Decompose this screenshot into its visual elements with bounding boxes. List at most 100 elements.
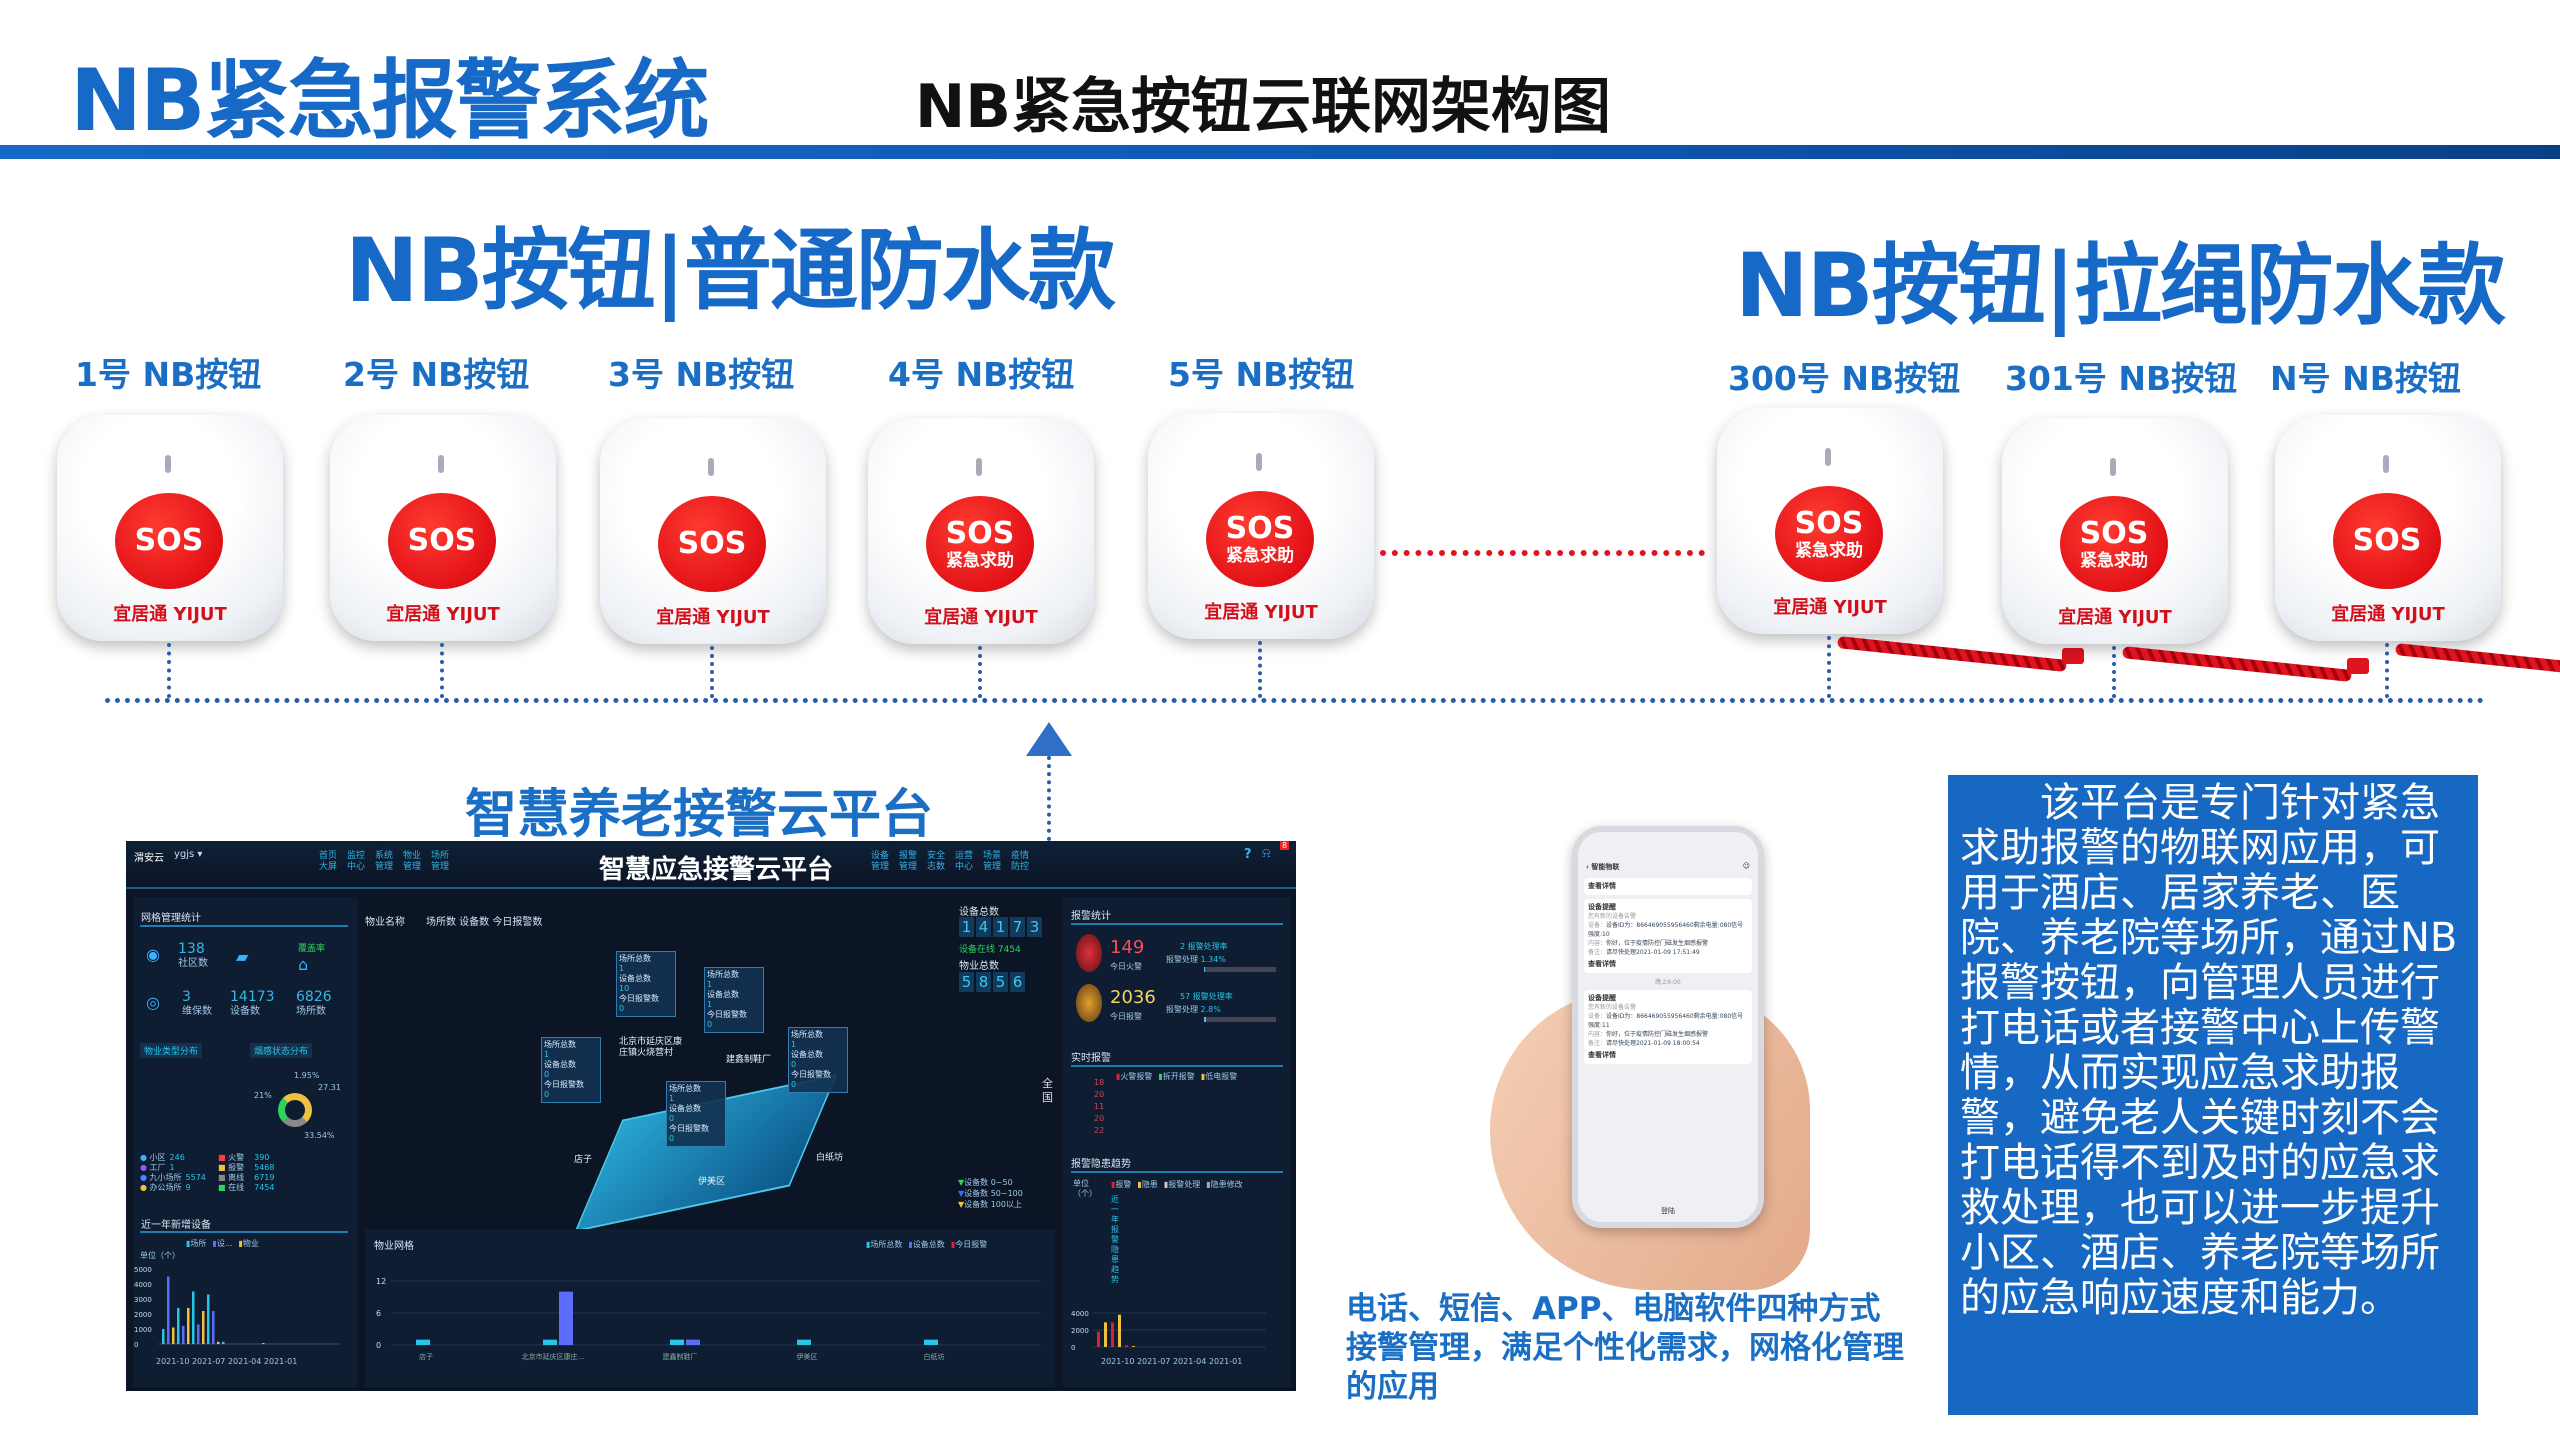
right-panel [1063,897,1291,1387]
row-label: 备注： [1588,1040,1607,1047]
map-place-label[interactable]: 白纸坊 [816,1153,844,1163]
bar [172,1327,175,1344]
nav-item[interactable]: 报警管理 [898,851,917,872]
legend-item: 隐患 [1141,1180,1158,1189]
nav-item[interactable]: 安全志数 [926,851,945,872]
bar [162,1329,165,1344]
nav-item[interactable]: 系统管理 [374,851,393,872]
view-details-link[interactable]: 查看详情 [1588,1051,1616,1059]
grid-chart: 1260店子北京市延庆区康庄...建鑫制鞋厂伊美区白纸坊 [376,1277,1041,1361]
bell-icon[interactable]: ⍾ [1262,846,1271,861]
map-place-label[interactable]: 伊美区 [698,1177,726,1187]
user-menu[interactable]: ygjs ▾ [174,849,203,860]
nav-item[interactable]: 物业管理 [402,851,421,872]
tab-property-type[interactable]: 物业类型分布 [140,1043,203,1058]
bar [686,1339,700,1345]
realtime-value: 20 [1094,1090,1105,1099]
button-label: 4号 NB按钮 [888,355,1075,394]
notification-card[interactable]: 设备提醒您有新的设备告警设备：设备ID为：866469055956460剩余电量… [1584,990,1752,1064]
bar [217,1341,220,1344]
state-name: 离线 [228,1173,245,1182]
nav-item[interactable]: 设备管理 [870,851,889,872]
back-icon[interactable]: ‹ [1586,863,1592,871]
sos-sub-label: 紧急求助 [946,550,1014,571]
today-fire-label: 今日火警 [1110,962,1142,971]
grid-chart-panel [365,1229,1055,1387]
nav-item[interactable]: 首页大屏 [318,851,337,872]
alarm-icon [1076,984,1102,1022]
fire-proc-label: 报警处理 [1166,955,1198,964]
brand-logo: 宜居通 YIJUT [656,607,770,628]
popup-a: 场所总数 [791,1030,823,1039]
nav-item[interactable]: 运营中心 [954,851,973,872]
realtime-title: 实时报警 [1071,1053,1111,1064]
help-icon[interactable]: ? [1244,847,1252,862]
brand-logo: 宜居通 YIJUT [2331,604,2445,625]
digit: 7 [1010,917,1025,937]
grid-chart-title: 物业网格 [374,1241,414,1252]
map-legend-item: 设备数 0~50 [964,1178,1013,1187]
y-tick: 12 [376,1277,386,1286]
map-place-label[interactable]: 北京市延庆区康庄镇火烧营村 [619,1037,683,1058]
trend-vertical-label: 近一年报警隐患趋势 [1111,1195,1119,1284]
notification-card[interactable]: 设备提醒您有新的设备告警设备：设备ID为：866469055956460剩余电量… [1584,899,1752,973]
sos-sub-label: 紧急求助 [1795,540,1863,561]
popup-cv: 0 [707,1020,713,1029]
maint-count: 3 [182,989,191,1005]
digit: 1 [959,917,974,937]
device-total-label: 设备总数 [959,907,999,918]
view-details-link[interactable]: 查看详情 [1588,960,1616,968]
bar [797,1339,811,1345]
user-icon[interactable]: ☺ [1742,862,1750,870]
login-button[interactable]: 登陆 [1661,1207,1675,1215]
state-value: 7454 [254,1183,275,1192]
map-place-label[interactable]: 店子 [574,1155,593,1165]
nationwide-toggle[interactable]: 全国 [1042,1077,1053,1104]
place-label: 场所数 [296,1006,326,1017]
time-separator: 晚上6:00 [1655,979,1681,986]
map-place-label[interactable]: 建鑫制鞋厂 [726,1055,772,1065]
type-value: 9 [185,1183,191,1192]
type-value: 246 [169,1153,185,1162]
pull-cord-handle [2062,648,2084,664]
map-col-name: 物业名称 [365,917,405,928]
row-label: 设备： [1588,922,1607,929]
pull-cord [2122,646,2352,682]
sos-button[interactable]: SOS [115,493,223,589]
sos-button[interactable]: SOS [388,493,496,589]
status-led-icon [708,458,714,476]
realtime-value: 22 [1094,1126,1105,1135]
view-details-link[interactable]: 查看详情 [1588,882,1616,890]
nav-item[interactable]: 疫情防控 [1010,851,1029,872]
tab-smoke-status[interactable]: 烟感状态分布 [250,1043,313,1058]
popup-av: 1 [791,1040,797,1049]
donut-label: 1.95% [294,1071,320,1080]
popup-bv: 0 [544,1070,550,1079]
donut-chart [278,1093,312,1127]
card-row: 设备：设备ID为：866469055956460剩余电量:080信号强度:10 [1588,921,1748,939]
status-led-icon [165,455,171,473]
nav-item[interactable]: 场所管理 [430,851,449,872]
sos-button[interactable]: SOS [2333,493,2441,589]
nav-item[interactable]: 场景管理 [982,851,1001,872]
series-title-pullcord: NB按钮|拉绳防水款 [1735,234,2506,337]
sos-button[interactable]: SOS [658,496,766,592]
bar [212,1311,215,1344]
grid-stats-title: 网格管理统计 [141,913,201,924]
nav-item[interactable]: 监控中心 [346,851,365,872]
bar [1118,1314,1121,1347]
